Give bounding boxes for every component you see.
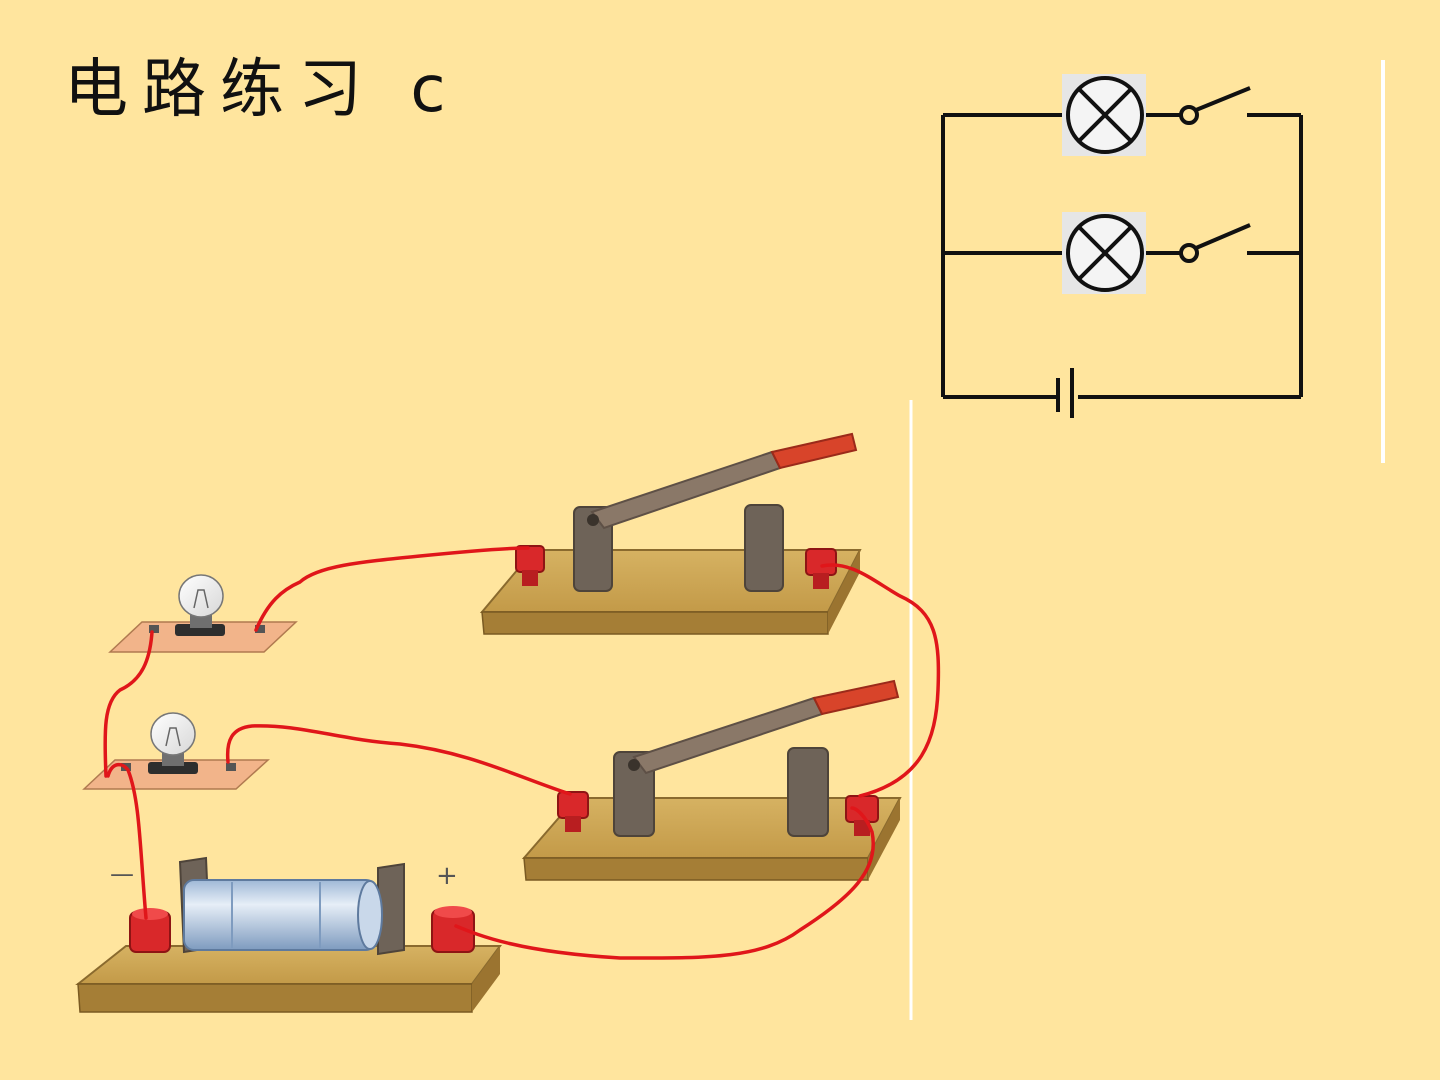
terminal bbox=[845, 795, 879, 836]
negative-label: — bbox=[110, 860, 134, 888]
schematic-lamp-2 bbox=[1062, 212, 1146, 294]
slide-title: 电路练习 c bbox=[64, 53, 460, 127]
terminal bbox=[515, 545, 545, 586]
wire bbox=[103, 630, 154, 778]
knife-switch-lower bbox=[521, 679, 902, 881]
terminal bbox=[431, 906, 475, 953]
wire bbox=[454, 806, 875, 960]
wire bbox=[225, 724, 572, 796]
wire bbox=[254, 546, 530, 632]
battery-holder: — + bbox=[75, 856, 502, 1013]
schematic-switch-1 bbox=[1179, 86, 1251, 125]
terminal bbox=[557, 791, 589, 832]
lamp-lower bbox=[82, 712, 270, 790]
schematic-switch-2 bbox=[1179, 223, 1251, 263]
positive-label: + bbox=[436, 861, 458, 891]
lamp-upper bbox=[108, 574, 298, 653]
schematic-battery bbox=[1056, 368, 1074, 418]
knife-switch-upper bbox=[479, 432, 862, 635]
wire bbox=[106, 762, 148, 920]
wires bbox=[103, 546, 941, 960]
circuit-schematic bbox=[941, 113, 1303, 399]
wire bbox=[820, 563, 941, 798]
terminal bbox=[805, 548, 837, 589]
schematic-lamp-1 bbox=[1062, 74, 1146, 156]
terminal bbox=[129, 908, 171, 953]
